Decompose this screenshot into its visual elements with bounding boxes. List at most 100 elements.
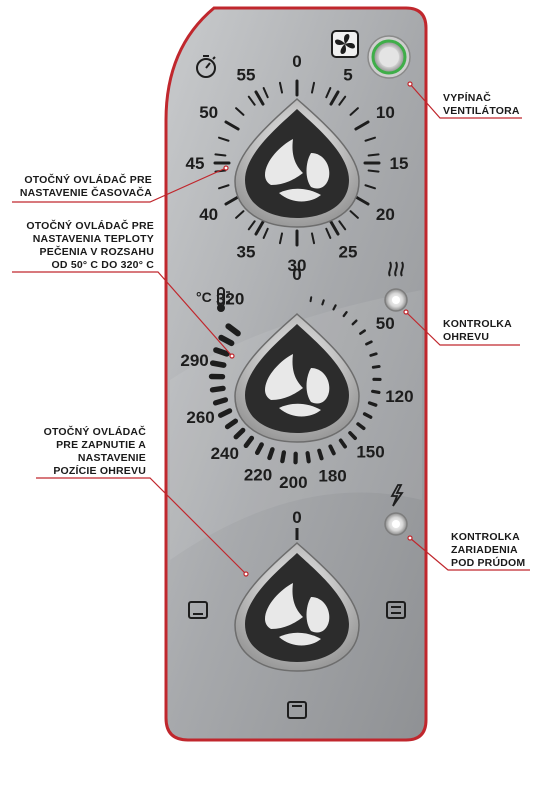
heat-indicator-light — [384, 288, 408, 312]
temp-label: 0 — [292, 265, 301, 284]
temp-label: 240 — [211, 444, 239, 463]
callout-power-light: KONTROLKA ZARIADENIA POD PRÚDOM — [451, 531, 525, 570]
heat-waves-icon — [388, 261, 404, 277]
timer-tick — [364, 136, 376, 142]
timer-tick — [247, 220, 256, 231]
timer-tick — [278, 81, 284, 94]
timer-tick — [325, 87, 332, 99]
mode-label: 0 — [292, 508, 301, 527]
temp-label: 200 — [279, 473, 307, 492]
stopwatch-icon — [196, 55, 216, 78]
temp-tick — [356, 422, 366, 431]
callout-line: OTOČNÝ OVLÁDAČ PRE — [26, 220, 154, 232]
temp-label: 220 — [244, 465, 272, 484]
callout-temperature: OTOČNÝ OVLÁDAČ PRE NASTAVENIA TEPLOTY PE… — [10, 220, 154, 272]
temp-tick — [348, 431, 357, 441]
timer-tick — [214, 153, 227, 157]
timer-tick — [262, 87, 269, 99]
temp-tick — [212, 397, 229, 406]
temp-tick — [218, 334, 235, 347]
timer-label: 45 — [186, 154, 205, 173]
timer-tick — [354, 120, 370, 131]
timer-tick — [235, 210, 245, 219]
timer-tick — [247, 95, 256, 106]
temp-label: 120 — [385, 387, 413, 406]
timer-tick — [367, 153, 380, 157]
timer-label: 20 — [376, 205, 395, 224]
callout-line: NASTAVENIE — [77, 452, 146, 464]
temp-tick — [365, 340, 373, 346]
temp-tick — [332, 304, 337, 311]
timer-tick — [278, 232, 284, 245]
temp-tick — [217, 408, 233, 418]
timer-label: 0 — [292, 52, 301, 71]
temp-tick — [209, 385, 226, 393]
callout-line: PEČENIA V ROZSAHU — [39, 246, 154, 258]
temp-label: 150 — [356, 443, 384, 462]
timer-tick — [310, 232, 316, 245]
temp-tick — [305, 451, 311, 464]
callout-line: VYPÍNAČ — [443, 92, 492, 104]
timer-tick — [235, 107, 245, 116]
mode-dial-labels: 0 — [292, 508, 301, 527]
timer-label: 10 — [376, 103, 395, 122]
bottom-heat-icon — [188, 601, 208, 619]
timer-tick — [329, 220, 340, 236]
callout-line: OD 50° C DO 320° C — [51, 259, 154, 271]
temp-tick — [351, 319, 358, 326]
timer-tick — [367, 169, 380, 173]
timer-tick — [310, 81, 316, 94]
temp-dial-scale — [208, 296, 382, 465]
temp-tick — [224, 418, 239, 430]
temp-tick — [254, 442, 264, 456]
timer-tick — [224, 195, 240, 206]
timer-tick — [338, 95, 347, 106]
timer-tick — [224, 120, 240, 131]
timer-label: 30 — [288, 256, 307, 275]
callout-line: OHREVU — [443, 331, 490, 343]
callout-fan-switch: VYPÍNAČ VENTILÁTORA — [443, 92, 520, 118]
callout-line: POD PRÚDOM — [451, 557, 526, 569]
temp-tick — [280, 450, 287, 464]
timer-dial-scale — [213, 79, 381, 247]
temp-tick — [362, 412, 373, 419]
callout-line: OTOČNÝ OVLÁDAČ — [43, 426, 146, 438]
lightning-icon — [390, 484, 404, 507]
timer-label: 35 — [237, 242, 256, 261]
temp-label: 260 — [186, 408, 214, 427]
timer-tick — [218, 136, 230, 142]
callout-line: POZÍCIE OHREVU — [53, 465, 146, 477]
timer-tick — [254, 90, 265, 106]
timer-tick — [354, 195, 370, 206]
temp-tick — [267, 447, 275, 461]
callout-line: VENTILÁTORA — [443, 105, 520, 117]
timer-label: 40 — [199, 205, 218, 224]
callout-line: NASTAVENIA TEPLOTY — [32, 233, 154, 245]
callout-heat-light: KONTROLKA OHREVU — [443, 318, 512, 344]
timer-tick — [262, 227, 269, 239]
temp-tick — [328, 444, 336, 456]
temp-tick — [367, 401, 378, 407]
temp-tick — [225, 323, 241, 337]
fan-switch-button[interactable] — [367, 35, 411, 79]
temp-tick — [209, 360, 227, 368]
temp-label: 180 — [318, 467, 346, 486]
timer-tick — [349, 107, 359, 116]
temp-tick — [338, 438, 347, 449]
callout-line: ZARIADENIA — [451, 544, 518, 556]
temp-tick — [371, 364, 381, 369]
callout-timer: OTOČNÝ OVLÁDAČ PRE NASTAVENIE ČASOVAČA — [10, 174, 152, 200]
callout-lines — [12, 81, 530, 577]
temp-tick — [233, 427, 246, 440]
temp-tick — [369, 352, 378, 357]
callout-line: PRE ZAPNUTIE A — [56, 439, 146, 451]
thermometer-icon: °C — [196, 287, 230, 312]
timer-tick — [329, 90, 340, 106]
callout-mode: OTOČNÝ OVLÁDAČ PRE ZAPNUTIE A NASTAVENIE… — [10, 426, 146, 478]
temp-tick — [359, 329, 366, 335]
svg-text:°C: °C — [196, 289, 212, 305]
top-bottom-heat-icon — [386, 601, 406, 619]
timer-tick — [349, 210, 359, 219]
